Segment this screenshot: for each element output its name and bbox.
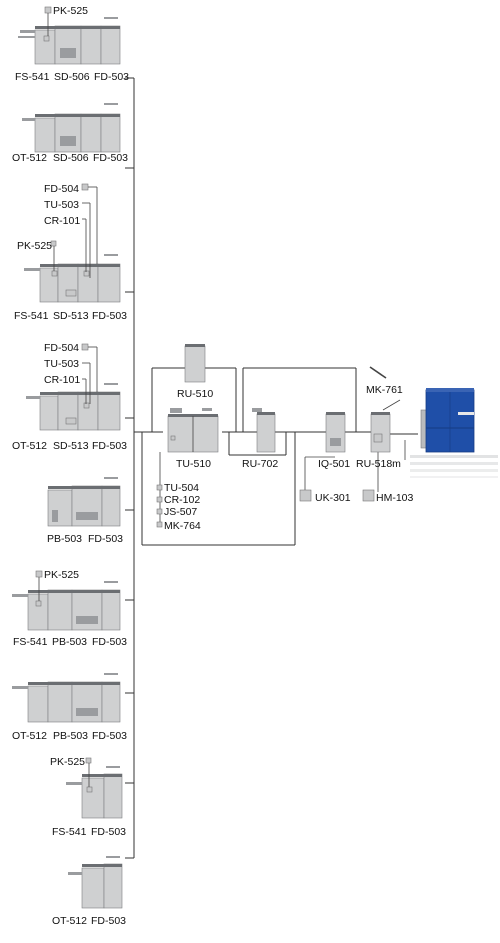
callout-label: PK-525	[53, 5, 88, 17]
part-label: OT-512	[12, 152, 47, 164]
machine-illustration	[22, 103, 121, 153]
ru-702-unit: RU-702	[242, 408, 278, 470]
machine-illustration	[12, 581, 121, 631]
option-label: JS-507	[164, 506, 197, 518]
mk-761-label: MK-761	[366, 384, 403, 396]
tu-510-label: TU-510	[176, 458, 211, 470]
callout-label: FD-504	[44, 183, 79, 195]
machine-illustration	[68, 856, 123, 909]
part-label: FS-541	[14, 310, 49, 322]
ru-518m-unit: RU-518m	[356, 412, 401, 470]
part-label: FS-541	[15, 71, 50, 83]
callout-label: PK-525	[50, 756, 85, 768]
option-label: HM-103	[376, 492, 414, 504]
config-2: OT-512 SD-506 FD-503	[12, 103, 128, 164]
part-label: PB-503	[52, 636, 87, 648]
trunk-lines	[125, 77, 296, 859]
config-1: PK-525 FS-541 SD-506 FD-503	[15, 5, 129, 83]
option-label: TU-504	[164, 482, 199, 494]
mk-761-unit: MK-761	[366, 366, 403, 396]
ru-510-label: RU-510	[177, 388, 213, 400]
part-label: OT-512	[52, 915, 87, 927]
machine-illustration	[66, 766, 123, 819]
config-9: OT-512 FD-503	[52, 856, 126, 927]
part-label: SD-506	[53, 152, 89, 164]
machine-illustration	[18, 17, 121, 65]
ru-702-label: RU-702	[242, 458, 278, 470]
part-label: PB-503	[47, 533, 82, 545]
option-label: CR-102	[164, 494, 200, 506]
tu-510-unit: TU-510	[167, 408, 219, 470]
part-label: FD-503	[92, 636, 127, 648]
part-label: SD-513	[53, 310, 89, 322]
part-label: FD-503	[91, 826, 126, 838]
callout-label: PK-525	[44, 569, 79, 581]
part-label: OT-512	[12, 730, 47, 742]
center-lines	[151, 367, 418, 527]
iq-501-unit: IQ-501	[318, 412, 350, 470]
part-label: FD-503	[92, 440, 127, 452]
part-label: FD-503	[93, 152, 128, 164]
part-label: FD-503	[94, 71, 129, 83]
tu-510-options: TU-504 CR-102 JS-507 MK-764	[156, 482, 201, 532]
machine-illustration	[12, 673, 121, 723]
machine-illustration	[47, 477, 121, 527]
config-4: FD-504 TU-503 CR-101 OT-512 SD-513 FD-50…	[12, 342, 127, 452]
callout-label: PK-525	[17, 240, 52, 252]
main-engine	[410, 388, 498, 478]
ru-518m-label: RU-518m	[356, 458, 401, 470]
callout-label: CR-101	[44, 215, 80, 227]
part-label: FD-503	[92, 730, 127, 742]
iq-501-label: IQ-501	[318, 458, 350, 470]
part-label: FS-541	[52, 826, 87, 838]
part-label: SD-506	[54, 71, 90, 83]
callout-label: TU-503	[44, 199, 79, 211]
config-3: FD-504 TU-503 CR-101 PK-525 FS-541 SD-51…	[14, 183, 127, 322]
config-6: PK-525 FS-541 PB-503 FD-503	[12, 569, 127, 648]
option-label: UK-301	[315, 492, 351, 504]
part-label: FD-503	[88, 533, 123, 545]
callout-marker	[44, 6, 52, 14]
part-label: FD-503	[91, 915, 126, 927]
part-label: SD-513	[53, 440, 89, 452]
option-label: MK-764	[164, 520, 201, 532]
ru-510-unit: RU-510	[177, 344, 213, 400]
machine-illustration	[26, 383, 121, 431]
part-label: OT-512	[12, 440, 47, 452]
part-label: PB-503	[53, 730, 88, 742]
callout-label: FD-504	[44, 342, 79, 354]
part-label: FS-541	[13, 636, 48, 648]
config-5: PB-503 FD-503	[47, 477, 123, 545]
machine-illustration	[24, 254, 121, 303]
part-label: FD-503	[92, 310, 127, 322]
config-8: PK-525 FS-541 FD-503	[50, 756, 126, 838]
iq-options: UK-301 HM-103	[299, 489, 414, 504]
callout-label: TU-503	[44, 358, 79, 370]
config-7: OT-512 PB-503 FD-503	[12, 673, 127, 742]
callout-label: CR-101	[44, 374, 80, 386]
